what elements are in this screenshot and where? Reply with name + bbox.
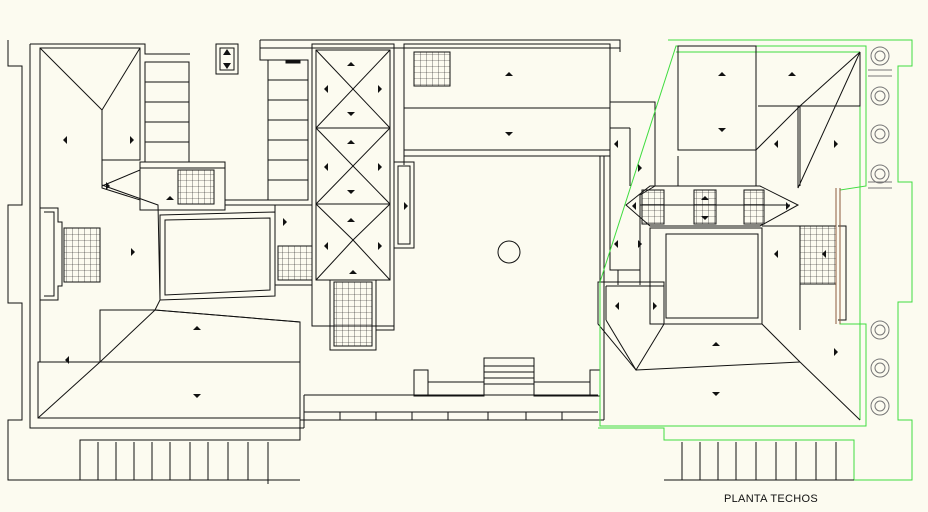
north-symbol [215, 43, 239, 75]
tree-icon [870, 124, 890, 144]
tree-symbols [868, 46, 892, 416]
left-dormer [101, 161, 275, 211]
tree-icon [870, 46, 890, 66]
drawing-title: PLANTA TECHOS [724, 493, 818, 505]
left-facade-railing [80, 442, 300, 484]
left-stair [144, 61, 190, 163]
tree-icon [870, 358, 890, 378]
tree-icon [870, 86, 890, 106]
right-bay [835, 188, 841, 324]
right-roof-lines [625, 45, 861, 421]
right-hip-roof [598, 39, 913, 481]
central-tower [274, 43, 415, 327]
right-connector [597, 101, 665, 371]
central-courtyard [299, 43, 611, 428]
right-facade-railing [664, 442, 854, 481]
left-wing-outline [7, 40, 304, 481]
center-left-stair [259, 39, 621, 201]
tree-icon [870, 164, 890, 184]
slope-arrows [63, 62, 838, 398]
left-bay [40, 207, 101, 301]
tree-icon [870, 396, 890, 416]
tree-icon [870, 320, 890, 340]
